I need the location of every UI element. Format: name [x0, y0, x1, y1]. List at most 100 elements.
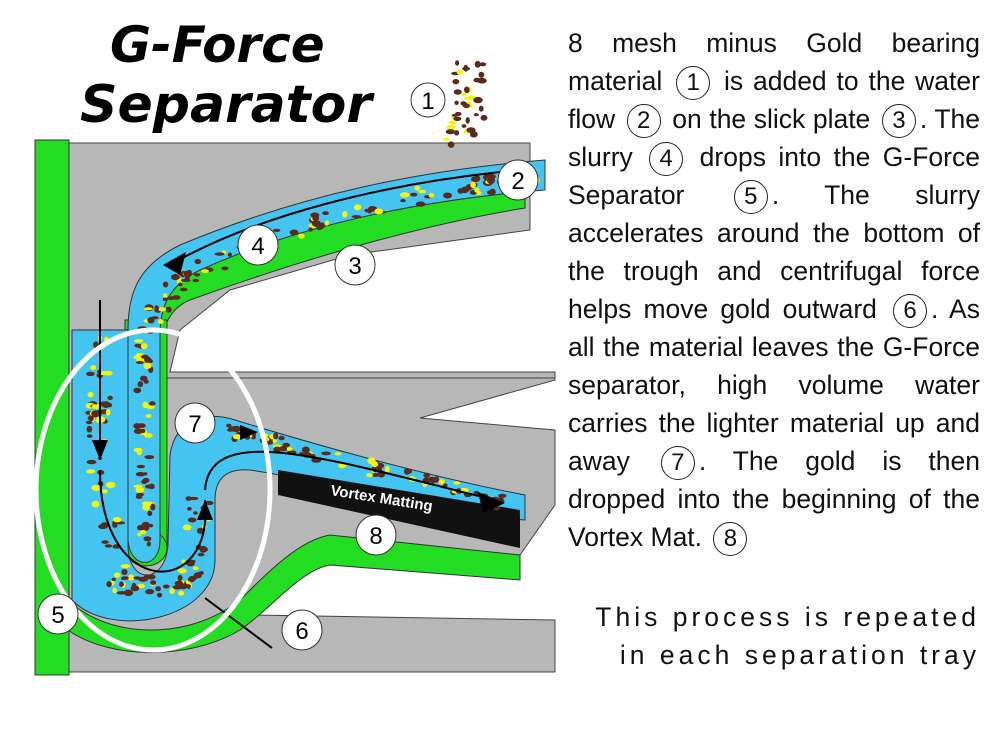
- rock-particle: [194, 258, 202, 265]
- rock-particle: [166, 296, 176, 301]
- callout-3: 3: [334, 244, 376, 286]
- rock-particle: [179, 583, 188, 590]
- callout-4: 4: [237, 224, 279, 266]
- gold-particle: [91, 500, 100, 508]
- gold-particle: [140, 343, 148, 350]
- desc-circle-7: 7: [660, 446, 695, 480]
- callout-8-label: 8: [369, 523, 382, 550]
- rock-particle: [111, 577, 117, 581]
- rock-particle: [454, 100, 459, 106]
- rock-particle: [188, 575, 196, 583]
- trough-floor: [67, 534, 521, 653]
- rock-particle: [443, 192, 452, 199]
- rock-particle: [498, 495, 504, 502]
- gold-particle: [133, 484, 143, 488]
- gold-particle: [169, 588, 175, 595]
- rock-particle: [87, 416, 92, 421]
- rock-particle: [491, 174, 496, 179]
- gold-particle: [120, 564, 131, 569]
- rock-particle: [489, 188, 496, 195]
- gold-particle: [384, 465, 390, 473]
- rock-particle: [98, 524, 108, 530]
- rock-particle: [150, 503, 156, 511]
- rock-particle: [119, 581, 124, 587]
- rock-particle: [121, 569, 128, 575]
- gold-particle: [143, 362, 152, 369]
- rock-particle: [86, 434, 93, 438]
- desc-circle-3: 3: [881, 104, 916, 138]
- rock-particle: [144, 455, 155, 460]
- rock-particle: [186, 269, 192, 277]
- gold-particle: [446, 124, 456, 131]
- rock-particle: [452, 79, 460, 85]
- gold-particle: [157, 319, 164, 324]
- rock-particle: [308, 227, 313, 232]
- rock-particle: [135, 360, 144, 364]
- rock-particle: [473, 77, 482, 83]
- gold-particle: [298, 233, 305, 239]
- rock-particle: [466, 127, 476, 133]
- gold-particle: [456, 69, 464, 75]
- rock-particle: [454, 130, 460, 136]
- rock-particle: [106, 402, 113, 408]
- gold-particle: [353, 204, 362, 211]
- rock-particle: [101, 540, 109, 544]
- rock-particle: [471, 176, 480, 183]
- callout-1-label: 1: [421, 88, 434, 115]
- callout-5: 5: [37, 593, 79, 635]
- gold-particle: [143, 307, 153, 311]
- rock-particle: [138, 576, 149, 582]
- rock-particle: [311, 458, 322, 463]
- gold-particle: [374, 208, 384, 215]
- callout-2-label: 2: [511, 168, 524, 195]
- arrow-heads: [92, 252, 505, 520]
- rock-particle: [140, 428, 146, 434]
- gold-particle: [134, 339, 144, 343]
- rock-particle: [141, 479, 148, 484]
- rock-particle: [193, 273, 201, 277]
- rock-particle: [461, 124, 467, 128]
- desc-text-8: . The gold is then dropped into the begi…: [568, 446, 980, 552]
- gold-particle: [139, 530, 147, 535]
- rock-particle: [112, 523, 118, 528]
- rock-particle: [227, 252, 232, 257]
- gold-particle: [232, 434, 242, 440]
- rock-particle: [123, 589, 134, 597]
- rock-particle: [415, 201, 426, 207]
- rock-particle: [133, 387, 142, 394]
- callout-2: 2: [497, 159, 539, 201]
- rock-particle: [148, 483, 155, 490]
- rock-particle: [404, 468, 413, 474]
- desc-text-1: 8 mesh minus Gold bearing material: [568, 28, 980, 96]
- rock-particle: [86, 459, 97, 465]
- rock-particle: [214, 252, 225, 256]
- callout-7-label: 7: [188, 411, 201, 438]
- callout-7: 7: [174, 402, 216, 444]
- gold-particle: [178, 590, 185, 596]
- desc-circle-4: 4: [649, 142, 684, 176]
- rock-particle: [148, 523, 154, 528]
- rock-particle: [364, 208, 370, 213]
- rock-particle: [428, 476, 436, 483]
- gold-particle: [453, 481, 461, 485]
- gold-particle: [438, 479, 445, 485]
- rock-particle: [154, 305, 159, 312]
- desc-circle-8: 8: [713, 522, 748, 556]
- gold-particle: [145, 404, 155, 409]
- gold-particle: [418, 189, 427, 194]
- separator-highlight-oval: [33, 327, 273, 653]
- footer-line-1: This process is repeated: [595, 602, 980, 632]
- rock-particle: [187, 506, 192, 511]
- rock-particle: [423, 472, 431, 478]
- callout-1: 1: [410, 82, 446, 118]
- rock-particle: [321, 451, 331, 456]
- gold-particle: [158, 307, 167, 312]
- gold-particle: [135, 486, 145, 493]
- rock-particle: [351, 215, 362, 219]
- callout-3-label: 3: [348, 253, 361, 280]
- gold-particle: [414, 185, 421, 191]
- callout-8: 8: [355, 514, 397, 556]
- rock-particle: [130, 585, 140, 592]
- gold-particle: [448, 120, 457, 125]
- rock-particle: [310, 212, 320, 218]
